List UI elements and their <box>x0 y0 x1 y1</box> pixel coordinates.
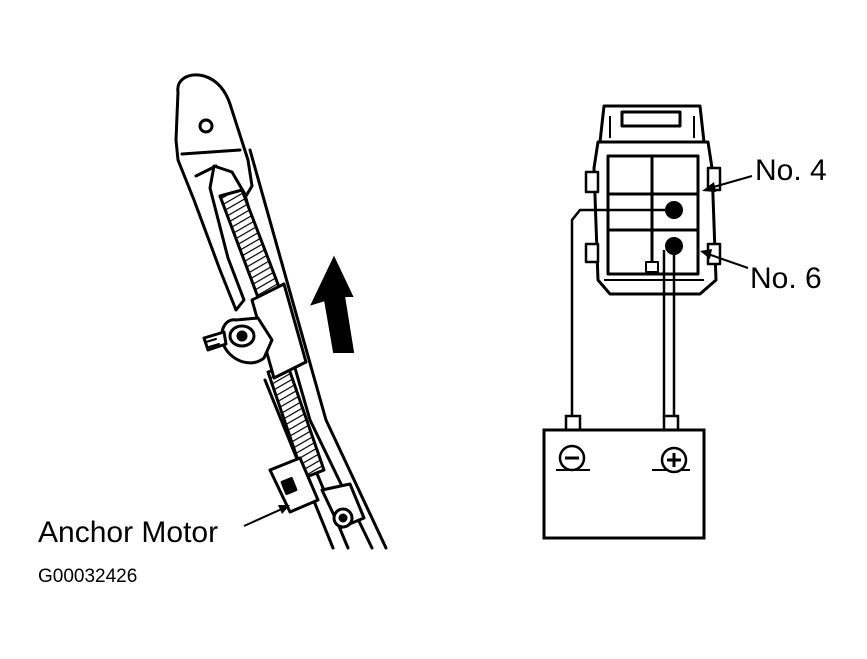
battery-positive-terminal-icon <box>660 446 688 474</box>
jumper-wires <box>570 208 676 418</box>
movement-arrow-icon <box>310 255 355 353</box>
terminal-leaders <box>700 175 753 269</box>
anchor-motor-leader <box>243 505 290 527</box>
connector <box>584 104 722 296</box>
battery-negative-terminal-icon <box>558 444 586 472</box>
terminal-no-6-label: No. 6 <box>750 262 822 295</box>
seat-track-assembly <box>174 73 388 550</box>
figure-id-label: G00032426 <box>38 566 138 587</box>
terminal-no-4-label: No. 4 <box>755 154 827 187</box>
anchor-motor-label: Anchor Motor <box>38 516 219 549</box>
battery <box>542 414 706 540</box>
